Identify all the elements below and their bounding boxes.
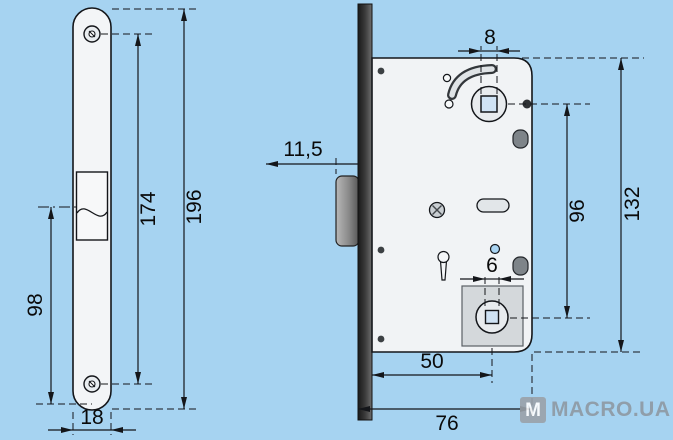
dim-latch-throw: 11,5 <box>266 138 358 174</box>
dim-latch-to-bottom: 98 <box>24 206 92 405</box>
screw-hole-bottom <box>83 375 101 393</box>
dim-label-hub-centers: 96 <box>566 199 589 222</box>
dim-label-backset: 50 <box>420 350 443 373</box>
dim-screw-spacing: 174 <box>101 33 160 385</box>
latch-bevel-curve <box>76 208 108 217</box>
dim-backset: 50 <box>372 348 493 383</box>
watermark-brand-text: MACRO.UA <box>551 398 671 421</box>
watermark: M MACRO.UA <box>520 397 671 423</box>
dim-overall-depth: 76 <box>358 354 533 435</box>
dim-cylinder-square: 6 <box>460 254 524 306</box>
dim-case-height: 132 <box>500 57 644 353</box>
retainer-clip-bottom <box>512 256 529 276</box>
dim-label-overall-depth: 76 <box>435 412 458 435</box>
dim-label-faceplate-width: 18 <box>80 406 103 429</box>
case-screw-bottom-left <box>377 335 385 343</box>
faceplate-front-view <box>72 7 112 411</box>
dim-overall-height: 196 <box>112 8 206 410</box>
dim-label-overall-height: 196 <box>183 189 206 224</box>
hole-right-of-hub <box>522 99 532 109</box>
latch-bolt <box>335 175 360 247</box>
case-screw-mid-left <box>377 246 385 254</box>
dim-hub-centers: 96 <box>508 103 590 319</box>
case-screw-top-left <box>377 67 385 75</box>
fixing-screw <box>428 201 446 219</box>
oval-slot <box>476 198 510 213</box>
hole-left-of-hub <box>444 99 454 109</box>
latch-front <box>75 171 109 241</box>
spindle-square-hole <box>480 95 498 113</box>
keyhole <box>437 250 450 281</box>
dim-spindle-square: 8 <box>458 26 520 94</box>
follower-hub <box>470 85 508 123</box>
watermark-logo <box>520 397 546 423</box>
pin-hole-top <box>442 73 452 83</box>
dim-label-screw-spacing: 174 <box>137 191 160 226</box>
dim-label-latch-to-bottom: 98 <box>24 293 47 316</box>
dim-label-latch-throw: 11,5 <box>283 138 322 161</box>
dim-label-case-height: 132 <box>621 186 644 221</box>
retainer-clip-top <box>512 129 529 149</box>
cylinder-assembly <box>461 285 524 347</box>
dim-label-spindle-square: 8 <box>484 26 496 49</box>
through-hole <box>489 243 501 255</box>
dim-faceplate-width: 18 <box>48 406 136 435</box>
arc-slot <box>447 64 497 100</box>
watermark-logo-letter: M <box>525 400 541 421</box>
dim-label-cylinder-square: 6 <box>486 254 498 277</box>
cylinder-square-hole <box>484 309 500 325</box>
faceplate-side <box>357 3 373 421</box>
screw-hole-top <box>83 25 101 43</box>
